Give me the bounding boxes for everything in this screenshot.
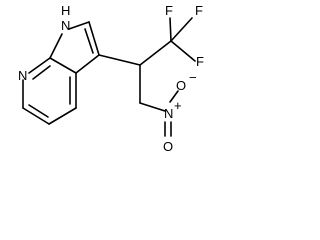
bond-group-side-chain [98,17,196,137]
atom-label-nitro-n: N [164,106,173,121]
atom-label-nitro-o-minus: O [176,78,186,93]
bond-c5-c6 [22,107,50,125]
atom-labels: H N N F F F O − N + O [18,3,204,154]
atom-label-f-top-left: F [165,3,173,18]
bond-cf3-f-right [170,40,196,62]
atom-label-indole-n: N [61,18,70,33]
bond-ch2-nitro-n [139,102,166,112]
bond-cf3-f-top-right [170,17,193,42]
bond-ch-cf3 [139,40,172,66]
atom-label-pyridine-n: N [18,68,27,83]
bond-nitro-n-o-minus [169,90,179,103]
bond-cf3-f-top-left [169,17,172,42]
bond-n1-c2 [68,21,90,30]
bond-c3-c3a [75,54,100,74]
atom-label-f-right: F [196,54,204,69]
bond-n7-c7a [28,57,51,74]
bond-c4-c5 [48,107,77,125]
atom-label-indole-h: H [61,3,70,18]
bond-group-core [22,21,100,125]
bond-n7-c7a-inner [32,65,51,80]
bond-c3a-c7a [49,57,77,74]
bond-c5-c6-inner [28,104,49,118]
atom-label-f-top-right: F [195,3,203,18]
bond-c7a-n1 [49,33,63,59]
bond-c2-c3-inner [84,28,94,54]
molecule-structure: H N N F F F O − N + O [18,3,204,154]
atom-label-nitro-o-double: O [163,139,173,154]
atom-label-nitro-plus-charge: + [174,98,182,113]
bond-c2-c3 [88,21,100,56]
atom-label-nitro-minus-charge: − [189,70,197,85]
bond-c3-ch [98,54,141,66]
